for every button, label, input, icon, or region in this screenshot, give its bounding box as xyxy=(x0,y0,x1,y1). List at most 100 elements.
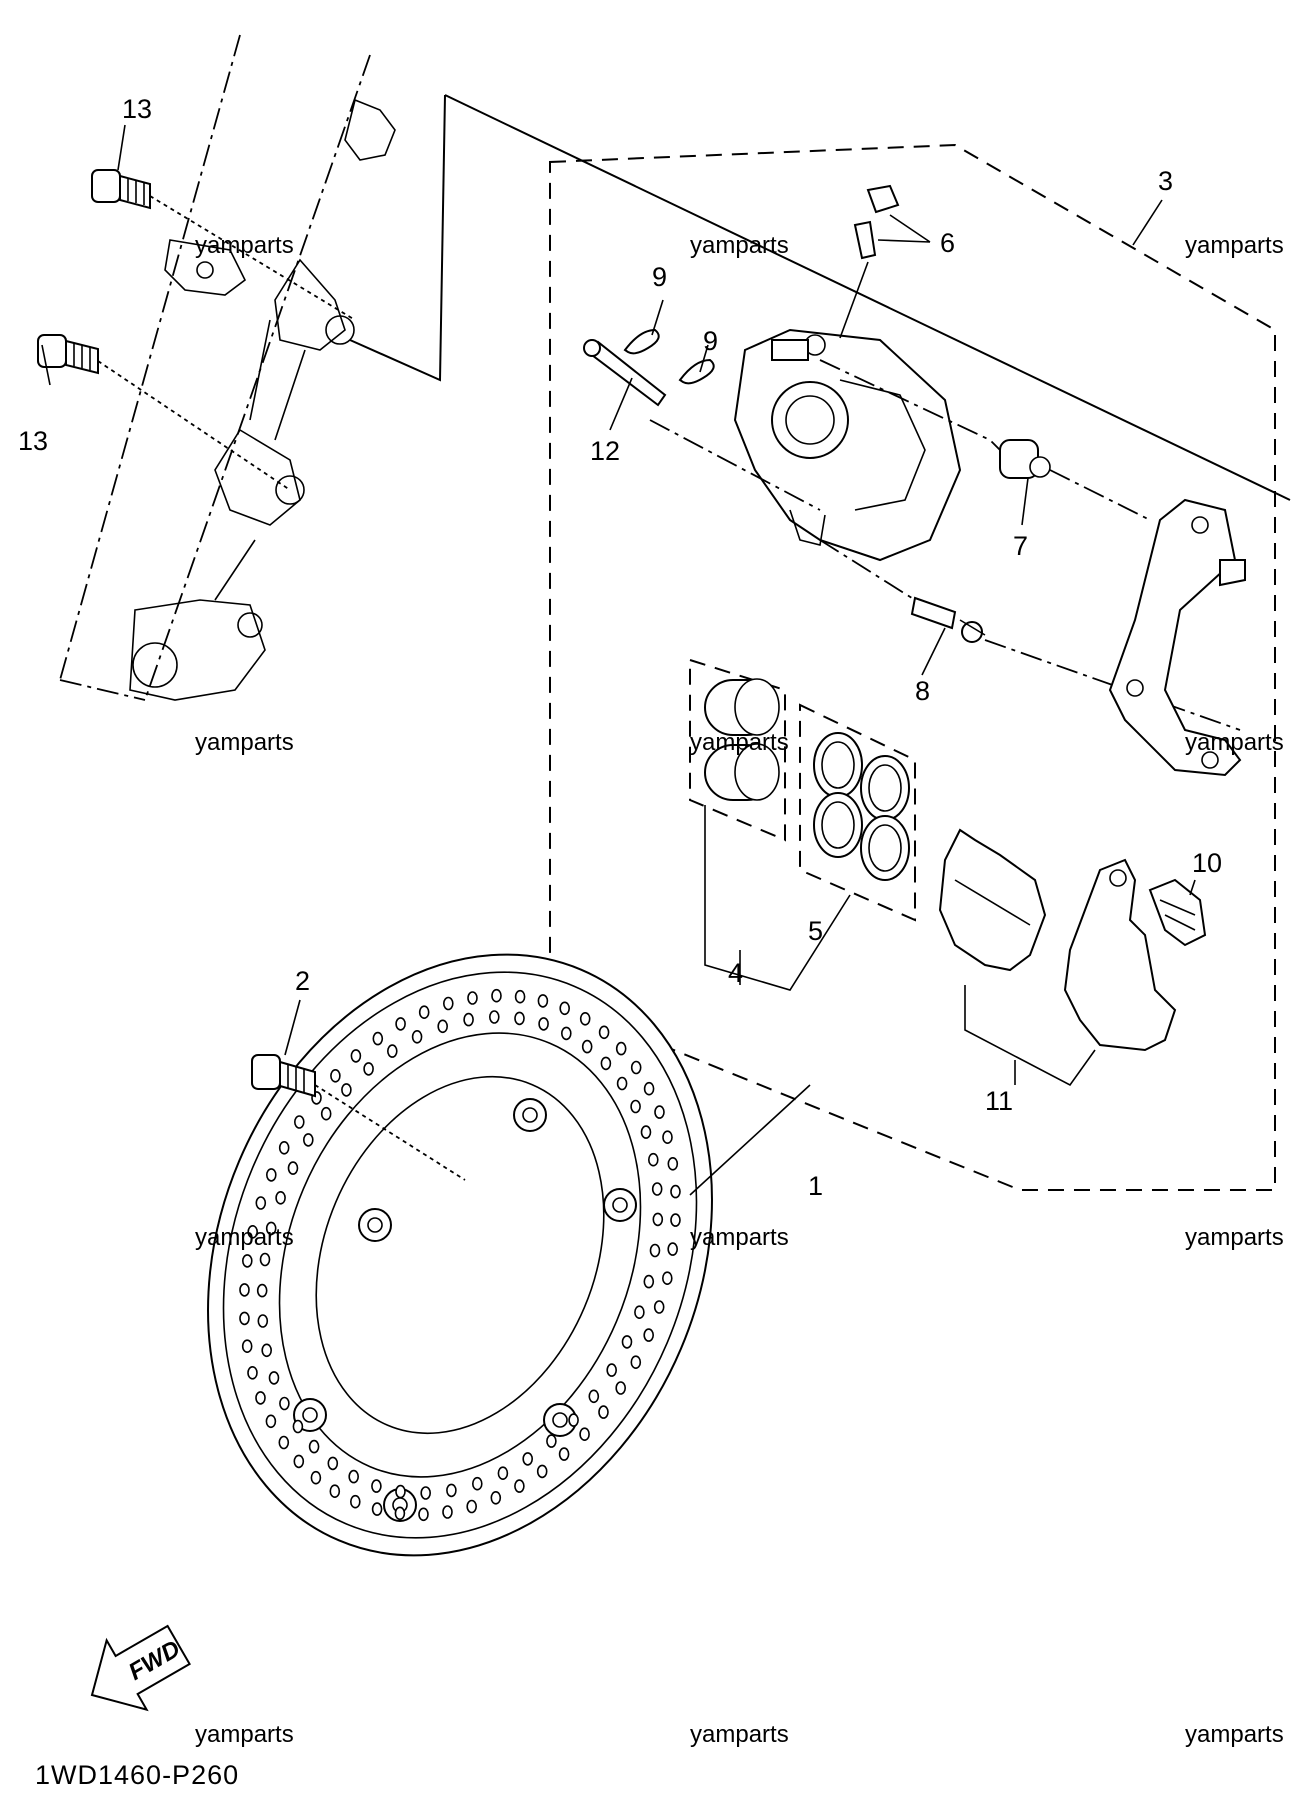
disc-vent-hole xyxy=(279,1396,290,1411)
disc-vent-hole xyxy=(647,1152,659,1167)
disc-vent-hole xyxy=(420,1486,432,1500)
disc-vent-hole xyxy=(287,1161,299,1175)
disc-vent-hole xyxy=(394,1506,406,1521)
callout-4: 4 xyxy=(728,958,743,988)
disc-vent-hole xyxy=(514,1479,525,1493)
disc-vent-hole xyxy=(261,1343,273,1358)
leader-lines xyxy=(41,124,1196,1196)
disc-vent-hole xyxy=(320,1106,332,1121)
disc-vent-hole xyxy=(395,1484,406,1499)
brake-disc xyxy=(207,953,713,1557)
disc-vent-hole xyxy=(418,1507,429,1522)
disc-vent-hole xyxy=(653,1300,665,1314)
disc-vent-hole xyxy=(652,1212,664,1227)
disc-vent-hole xyxy=(395,1017,406,1031)
disc-vent-hole xyxy=(560,1026,572,1041)
disc-vent-hole xyxy=(643,1274,655,1289)
disc-vent-hole xyxy=(467,991,478,1005)
disc-vent-hole xyxy=(514,1011,525,1026)
disc-vent-hole xyxy=(490,1491,502,1505)
disc-vent-hole xyxy=(265,1414,277,1429)
disc-vent-hole xyxy=(670,1213,681,1227)
disc-vent-hole xyxy=(411,1030,423,1044)
watermark: yamparts xyxy=(1185,1721,1284,1748)
disc-vent-hole xyxy=(643,1328,655,1342)
disc-vent-hole xyxy=(546,1434,557,1448)
disc-vent-hole xyxy=(579,1011,591,1026)
disc-vent-hole xyxy=(437,1019,449,1034)
forward-direction-arrow: FWD xyxy=(90,1624,191,1712)
disc-vent-hole xyxy=(265,1168,277,1182)
disc-vent-hole xyxy=(247,1225,258,1239)
disc-vent-hole xyxy=(598,1405,609,1419)
watermark: yamparts xyxy=(195,729,294,756)
watermark: yamparts xyxy=(1185,232,1284,259)
disc-vent-hole xyxy=(275,1191,286,1205)
watermark: yamparts xyxy=(690,729,789,756)
retaining-clip-1 xyxy=(623,328,660,355)
disc-vent-hole xyxy=(491,988,502,1003)
disc-vent-hole xyxy=(471,1476,483,1491)
disc-vent-hole xyxy=(568,1413,579,1427)
watermark: yamparts xyxy=(1185,1224,1284,1251)
piston-kit xyxy=(689,658,786,842)
disc-vent-hole xyxy=(308,1439,320,1454)
disc-vent-hole xyxy=(536,1464,548,1479)
callout-7: 8 xyxy=(915,676,930,706)
disc-vent-hole xyxy=(588,1389,600,1404)
disc-vent-hole xyxy=(640,1125,652,1139)
watermark: yamparts xyxy=(195,232,294,259)
disc-vent-hole xyxy=(302,1133,314,1147)
disc-vent-hole xyxy=(651,1182,663,1196)
watermark: yamparts xyxy=(195,1721,294,1748)
disc-vent-hole xyxy=(327,1456,339,1471)
bolt-13-upper xyxy=(91,169,356,321)
disc-vent-hole xyxy=(239,1311,250,1326)
guide-pin-boot xyxy=(999,439,1151,521)
disc-vent-hole xyxy=(559,1001,571,1016)
disc-vent-hole xyxy=(255,1391,266,1405)
disc-vent-hole xyxy=(247,1366,258,1380)
brake-pad-inner xyxy=(938,828,1047,972)
disc-vent-hole xyxy=(600,1056,612,1071)
disc-vent-hole xyxy=(670,1184,681,1199)
disc-vent-hole xyxy=(372,1031,384,1046)
disc-vent-hole xyxy=(278,1141,290,1155)
diagram-code: 1WD1460-P260 xyxy=(35,1760,239,1790)
disc-vent-hole xyxy=(621,1335,633,1349)
disc-vent-hole xyxy=(242,1254,253,1268)
disc-vent-hole xyxy=(239,1283,250,1297)
disc-vent-hole xyxy=(293,1454,305,1469)
callout-13-upper: 13 xyxy=(122,94,152,124)
disc-vent-hole xyxy=(537,994,549,1008)
callout-5: 5 xyxy=(808,916,823,946)
callout-9-right: 9 xyxy=(703,326,718,356)
seal-kit xyxy=(799,703,916,922)
disc-vent-hole xyxy=(662,1130,673,1144)
callout-8: 7 xyxy=(1013,531,1028,561)
callout-2: 2 xyxy=(295,966,310,996)
callout-labels: 13 13 3 6 9 9 12 7 8 10 5 4 11 2 1 xyxy=(18,94,1222,1201)
callout-1: 1 xyxy=(808,1171,823,1201)
disc-vent-hole xyxy=(268,1371,280,1385)
brake-caliper-body xyxy=(649,328,1001,562)
disc-vent-hole xyxy=(615,1041,627,1056)
disc-vent-hole xyxy=(371,1502,383,1516)
disc-vent-hole xyxy=(363,1062,374,1076)
disc-vent-hole xyxy=(488,1010,500,1024)
disc-vent-hole xyxy=(310,1470,322,1485)
watermark: yamparts xyxy=(195,1224,294,1251)
disc-vent-hole xyxy=(446,1483,457,1498)
mounting-reference-lines xyxy=(349,94,1291,501)
brake-pad-outer xyxy=(1063,858,1177,1052)
watermarks: yamparts yamparts yamparts yamparts yamp… xyxy=(195,232,1284,1748)
disc-vent-hole xyxy=(442,1505,453,1519)
disc-vent-hole xyxy=(667,1157,679,1171)
disc-vent-hole xyxy=(558,1447,570,1461)
disc-vent-hole xyxy=(292,1419,304,1434)
disc-vent-hole xyxy=(350,1049,362,1063)
callout-6: 6 xyxy=(940,228,955,258)
disc-vent-hole xyxy=(615,1381,627,1395)
retaining-clip-2 xyxy=(678,358,715,385)
